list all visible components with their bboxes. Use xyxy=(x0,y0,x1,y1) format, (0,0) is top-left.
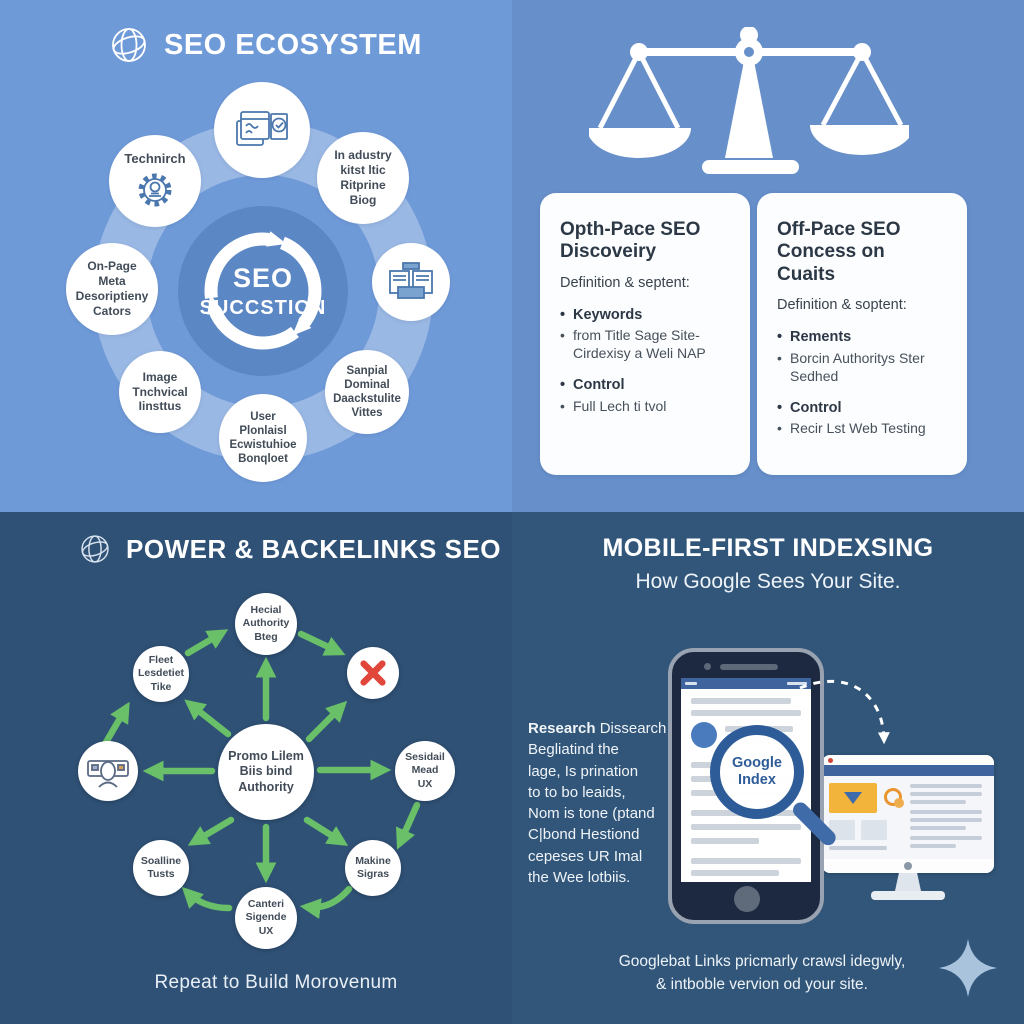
mobile-first-subtitle: How Google Sees Your Site. xyxy=(635,570,901,593)
bullet-head: Control xyxy=(560,376,730,395)
card-subtitle: Definition & septent: xyxy=(560,274,690,291)
browser-titlebar xyxy=(822,755,994,765)
bullet-head: Keywords xyxy=(560,306,730,325)
browser-navbar xyxy=(822,765,994,776)
node-image-technical: Image Tnchvical Iinsttus xyxy=(119,351,201,433)
node-social-domain: Sanpial Dominal Daackstulite Vittes xyxy=(325,350,409,434)
node-social-mead-ux: Sesidail Mead UX xyxy=(395,741,455,801)
node-onpage-meta: On-Page Meta Desoriptieny Cators xyxy=(66,243,158,335)
monitor-screen xyxy=(822,755,994,873)
seo-success-label: SEO SUCCSTION xyxy=(199,262,327,319)
bullet-sub: Recir Lst Web Testing xyxy=(777,420,947,438)
play-triangle-icon xyxy=(844,792,862,804)
avatar xyxy=(691,722,717,748)
power-led xyxy=(904,862,912,870)
placeholder-line xyxy=(691,710,801,716)
node-content-agenda-ux: Canteri Sigende UX xyxy=(235,887,297,949)
image-placeholder xyxy=(829,783,877,813)
desktop-monitor xyxy=(822,755,994,900)
node-social-authority: Hecial Authority Bteg xyxy=(235,593,297,655)
node-documents xyxy=(372,243,450,321)
placeholder-line xyxy=(910,818,982,822)
documents-printer-icon xyxy=(389,262,433,299)
magnifier-google-index: Google Index xyxy=(710,725,804,819)
gear-icon xyxy=(138,173,172,207)
backlink-arrows xyxy=(101,629,421,919)
ecosystem-header: SEO ECOSYSTEM xyxy=(108,24,422,66)
placeholder-line xyxy=(910,826,966,830)
monitor-stand xyxy=(895,873,921,891)
monitor-base xyxy=(871,891,945,900)
home-button xyxy=(734,886,760,912)
bullet-head: Rements xyxy=(777,328,947,347)
node-technical: Technirch xyxy=(109,135,201,227)
backlinks-title: POWER & BACKELINKS SEO xyxy=(126,533,502,564)
globe-icon xyxy=(112,28,146,62)
placeholder-line xyxy=(910,844,956,848)
paragraph-rest: Dissearch Begliatind the lage, Is prinat… xyxy=(528,720,667,887)
node-industry-blog: In adustry kitst ltic Ritprine Biog xyxy=(317,132,409,224)
onpage-offpage-panel: Opth-Pace SEO Discoveiry Definition & se… xyxy=(512,0,1024,512)
card-title: Off-Pace SEO Concess on Cuaits xyxy=(777,219,901,285)
mobile-first-header: MOBILE-FIRST INDEXSING How Google Sees Y… xyxy=(512,534,1024,594)
mobile-first-panel: MOBILE-FIRST INDEXSING How Google Sees Y… xyxy=(512,512,1024,1024)
googlebot-caption: Googlebat Links pricmarly crawsl idegwly… xyxy=(618,953,906,994)
person-screen-icon xyxy=(87,760,129,788)
ecosystem-title: SEO ECOSYSTEM xyxy=(164,28,422,61)
placeholder-line xyxy=(829,846,887,850)
balance-scale-icon xyxy=(589,27,909,174)
node-user-experience: User Plonlaisl Ecwistuhioe Bonqloet xyxy=(219,394,307,482)
node-makine-signals: Makine Sigras xyxy=(345,840,401,896)
placeholder-box xyxy=(861,820,887,840)
bullet-sub: from Title Sage Site- Cirdexisy a Weli N… xyxy=(560,327,730,363)
globe-icon xyxy=(81,535,109,563)
calendar-check-icon xyxy=(236,111,288,146)
placeholder-line xyxy=(910,792,982,796)
webpage-content xyxy=(822,776,994,859)
backlinks-panel: POWER & BACKELINKS SEO xyxy=(0,512,512,1024)
cycle-arrows-icon xyxy=(204,231,322,350)
card-title: Opth-Pace SEO Discoveiry xyxy=(560,219,701,263)
placeholder-line xyxy=(910,800,966,804)
sparkle-icon xyxy=(939,939,997,997)
placeholder-line xyxy=(691,698,791,704)
placeholder-line xyxy=(910,836,982,840)
seo-success-circle: SEO SUCCSTION xyxy=(178,206,348,376)
paragraph-lead: Research xyxy=(528,720,596,737)
node-audience xyxy=(78,741,138,801)
circle-icon xyxy=(894,798,904,808)
status-bar xyxy=(681,678,811,689)
close-dot-icon xyxy=(828,758,833,763)
node-link-authority-center: Promo Lilem Biis bind Authority xyxy=(218,724,314,820)
placeholder-line xyxy=(691,838,759,844)
bullet-head: Control xyxy=(777,399,947,418)
node-bad-link xyxy=(347,647,399,699)
camera-dot-icon xyxy=(704,663,711,670)
mobile-first-title: MOBILE-FIRST INDEXSING xyxy=(602,534,934,562)
offpage-seo-card: Off-Pace SEO Concess on Cuaits Definitio… xyxy=(757,193,967,475)
placeholder-line xyxy=(910,810,982,814)
circle-icon xyxy=(884,788,902,806)
node-fleet: Fleet Lesdetiet Tike xyxy=(133,646,189,702)
placeholder-line xyxy=(691,858,801,864)
onpage-seo-card: Opth-Pace SEO Discoveiry Definition & se… xyxy=(540,193,750,475)
node-soalline-tests: Soalline Tusts xyxy=(133,840,189,896)
bullet-sub: Full Lech ti tvol xyxy=(560,398,730,416)
mobile-first-paragraph: Research Dissearch Begliatind the lage, … xyxy=(528,718,686,888)
placeholder-line xyxy=(691,870,779,876)
card-subtitle: Definition & soptent: xyxy=(777,297,907,314)
monitor-bezel xyxy=(822,859,994,873)
magnifier-label: Google Index xyxy=(732,755,782,788)
speaker-slot-icon xyxy=(720,664,778,670)
placeholder-line xyxy=(691,824,801,830)
bullet-sub: Borcin Authoritys Ster Sedhed xyxy=(777,350,947,386)
backlinks-header: POWER & BACKELINKS SEO xyxy=(78,532,501,566)
red-x-icon xyxy=(360,660,386,686)
node-content-audit xyxy=(214,82,310,178)
placeholder-line xyxy=(910,784,982,788)
backlinks-caption: Repeat to Build Morovenum xyxy=(154,972,398,993)
seo-ecosystem-panel: SEO ECOSYSTEM SEO SUCCSTION xyxy=(0,0,512,512)
